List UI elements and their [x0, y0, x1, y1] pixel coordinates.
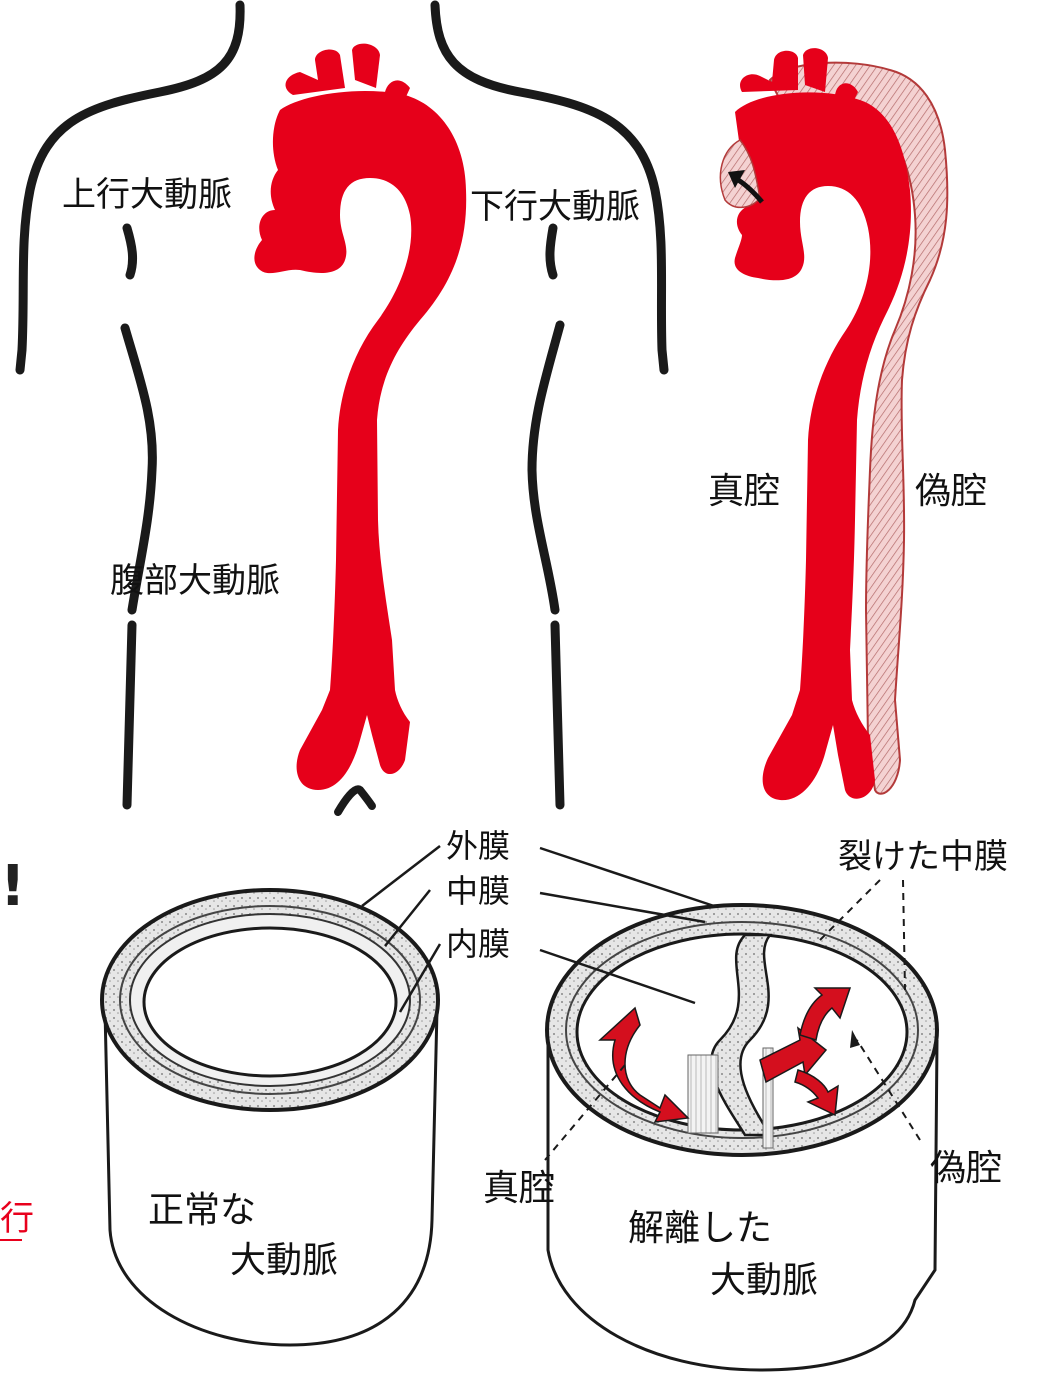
- exclamation-fragment: !: [0, 854, 26, 919]
- intima-label: 内膜: [446, 925, 510, 963]
- false-lumen-label-bottom: 偽腔: [930, 1148, 1002, 1189]
- normal-aorta-label-line2: 大動脈: [230, 1240, 338, 1281]
- true-lumen-label-bottom: 真腔: [483, 1168, 555, 1209]
- true-lumen-label-top: 真腔: [708, 471, 780, 512]
- normal-aorta-label-line1: 正常な: [148, 1190, 256, 1231]
- torn-media-label: 裂けた中膜: [838, 837, 1008, 877]
- adventitia-label: 外膜: [446, 827, 510, 865]
- dissected-aorta: [720, 48, 947, 800]
- false-lumen-label-top: 偽腔: [915, 471, 987, 512]
- media-label: 中膜: [446, 872, 510, 910]
- normal-aorta: [254, 44, 466, 790]
- ascending-aorta-label: 上行大動脈: [62, 175, 232, 215]
- descending-aorta-label: 下行大動脈: [470, 187, 640, 227]
- dissected-aorta-label-line2: 大動脈: [710, 1260, 818, 1301]
- abdominal-aorta-label: 腹部大動脈: [110, 561, 280, 601]
- dissected-aorta-label-line1: 解離した: [628, 1208, 772, 1249]
- red-underlined-fragment: 行: [0, 1199, 34, 1239]
